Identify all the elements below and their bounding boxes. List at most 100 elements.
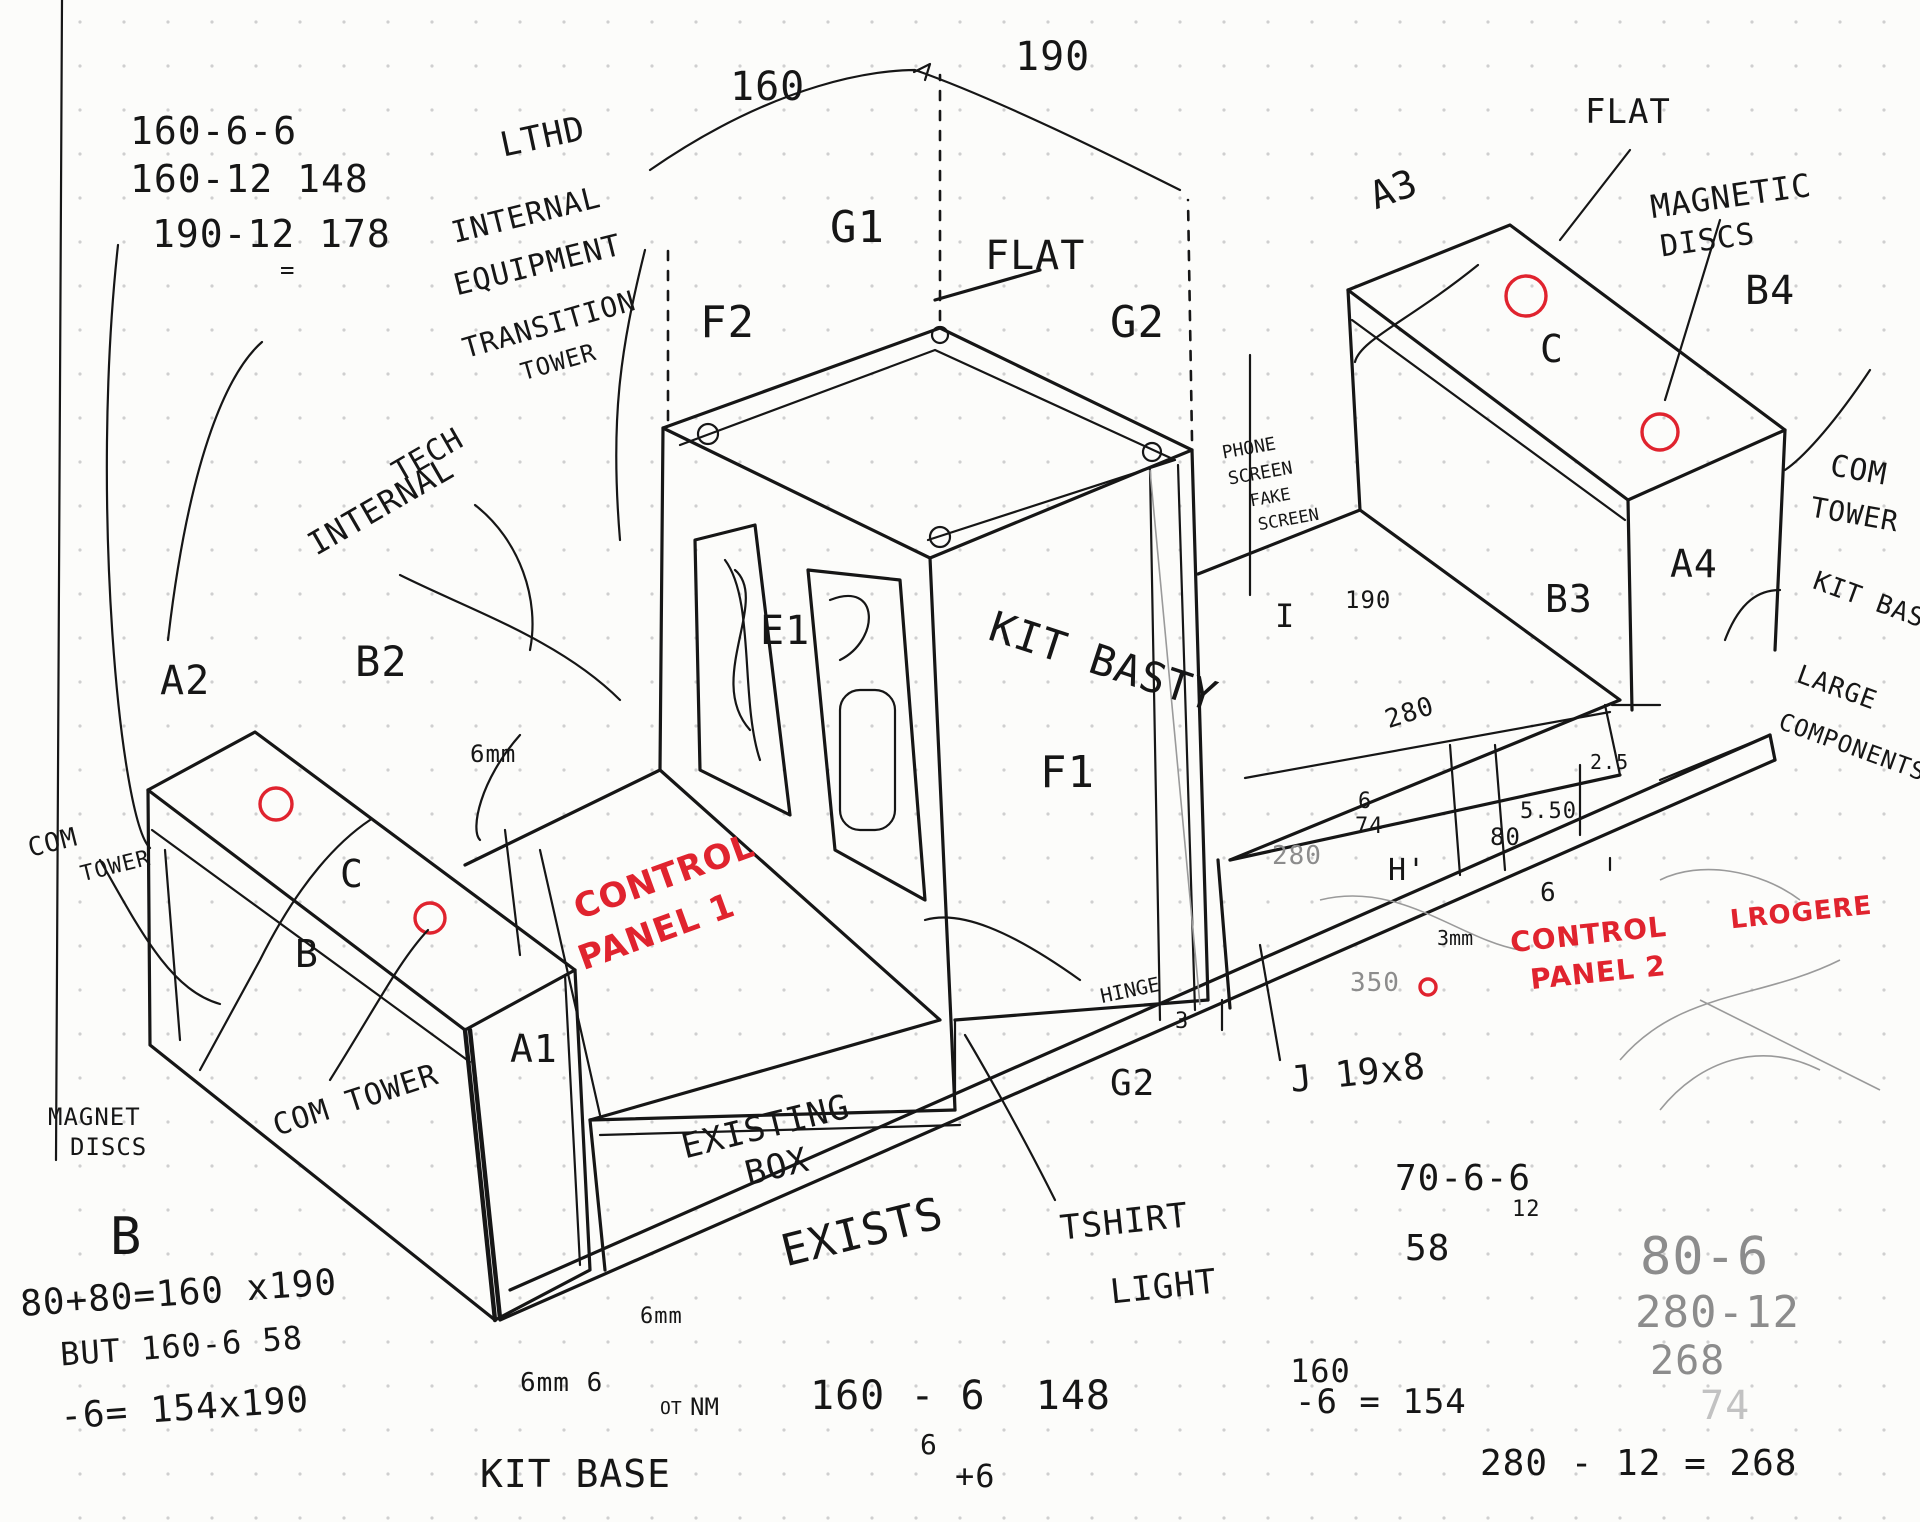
grid-dot xyxy=(1794,64,1798,68)
grid-dot xyxy=(1574,548,1578,552)
grid-dot xyxy=(606,1340,610,1344)
grid-dot xyxy=(1222,1516,1226,1520)
grid-dot xyxy=(1574,856,1578,860)
grid-dot xyxy=(1178,1384,1182,1388)
grid-dot xyxy=(1750,636,1754,640)
grid-dot xyxy=(870,1340,874,1344)
grid-dot xyxy=(1486,680,1490,684)
grid-dot xyxy=(1838,724,1842,728)
grid-dot xyxy=(254,1076,258,1080)
grid-dot xyxy=(1618,108,1622,112)
grid-dot xyxy=(210,504,214,508)
grid-dot xyxy=(826,1076,830,1080)
grid-dot xyxy=(1442,152,1446,156)
grid-dot xyxy=(1662,1120,1666,1124)
grid-dot xyxy=(606,1428,610,1432)
grid-dot xyxy=(1530,1032,1534,1036)
grid-dot xyxy=(1354,504,1358,508)
grid-dot xyxy=(1002,152,1006,156)
grid-dot xyxy=(694,240,698,244)
grid-dot xyxy=(1398,1032,1402,1036)
grid-dot xyxy=(1134,284,1138,288)
grid-dot xyxy=(1442,64,1446,68)
grid-dot xyxy=(210,152,214,156)
grid-dot xyxy=(1662,1340,1666,1344)
grid-dot xyxy=(1662,1076,1666,1080)
grid-dot xyxy=(562,1252,566,1256)
magnetic-disc-markers xyxy=(258,274,1680,997)
grid-dot xyxy=(870,680,874,684)
grid-dot xyxy=(1442,416,1446,420)
grid-dot xyxy=(1134,812,1138,816)
grid-dot xyxy=(1398,1120,1402,1124)
grid-dot xyxy=(1706,240,1710,244)
grid-dot xyxy=(1486,812,1490,816)
grid-dot xyxy=(474,636,478,640)
grid-dot xyxy=(870,1428,874,1432)
grid-dot xyxy=(342,856,346,860)
grid-dot xyxy=(870,284,874,288)
grid-dot xyxy=(1310,1296,1314,1300)
grid-dot xyxy=(1882,1516,1886,1520)
grid-dot xyxy=(210,724,214,728)
grid-dot xyxy=(78,152,82,156)
grid-dot xyxy=(1706,1340,1710,1344)
grid-dot xyxy=(1310,1472,1314,1476)
grid-dot xyxy=(1266,636,1270,640)
grid-dot xyxy=(826,372,830,376)
grid-dot xyxy=(650,1076,654,1080)
grid-dot xyxy=(474,108,478,112)
grid-dot xyxy=(1574,504,1578,508)
grid-dot xyxy=(1882,768,1886,772)
grid-dot xyxy=(1618,1472,1622,1476)
grid-dot xyxy=(474,64,478,68)
grid-dot xyxy=(1794,1340,1798,1344)
grid-dot xyxy=(650,504,654,508)
grid-dot xyxy=(1662,1516,1666,1520)
grid-dot xyxy=(166,1340,170,1344)
grid-dot xyxy=(1178,1296,1182,1300)
calc-70-line3: 58 xyxy=(1405,1228,1451,1269)
grid-dot xyxy=(122,1164,126,1168)
grid-dot xyxy=(1134,1428,1138,1432)
calc-154-line1: 160 xyxy=(1290,1352,1351,1390)
grid-dot xyxy=(1794,20,1798,24)
grid-dot xyxy=(1838,328,1842,332)
grid-dot xyxy=(1530,1252,1534,1256)
grid-dot xyxy=(1002,988,1006,992)
grid-dot xyxy=(606,636,610,640)
grid-dot xyxy=(562,152,566,156)
grid-dot xyxy=(518,1296,522,1300)
grid-dot xyxy=(1662,64,1666,68)
grid-dot xyxy=(1574,812,1578,816)
grid-dot xyxy=(386,460,390,464)
grid-dot xyxy=(1838,1340,1842,1344)
grid-dot xyxy=(1134,416,1138,420)
grid-dot xyxy=(1134,504,1138,508)
grid-dot xyxy=(958,1340,962,1344)
grid-dot xyxy=(1486,64,1490,68)
grid-dot xyxy=(606,196,610,200)
grid-dot xyxy=(1222,768,1226,772)
grid-dot xyxy=(298,1208,302,1212)
grid-dot xyxy=(78,1384,82,1388)
grid-dot xyxy=(694,1340,698,1344)
grid-dot xyxy=(78,1516,82,1520)
grid-dot xyxy=(1090,988,1094,992)
grid-dot xyxy=(254,152,258,156)
grid-dot xyxy=(738,416,742,420)
grid-dot xyxy=(1662,152,1666,156)
grid-dot xyxy=(782,944,786,948)
grid-dot xyxy=(1662,284,1666,288)
grid-dot xyxy=(738,812,742,816)
grid-dot xyxy=(1354,856,1358,860)
grid-dot xyxy=(342,460,346,464)
grid-dot xyxy=(870,856,874,860)
grid-dot xyxy=(78,460,82,464)
existing-box xyxy=(463,768,962,1272)
grid-dot xyxy=(298,1120,302,1124)
grid-dot xyxy=(1266,680,1270,684)
grid-dot xyxy=(1486,1516,1490,1520)
grid-dot xyxy=(1838,1252,1842,1256)
grid-dot xyxy=(298,372,302,376)
